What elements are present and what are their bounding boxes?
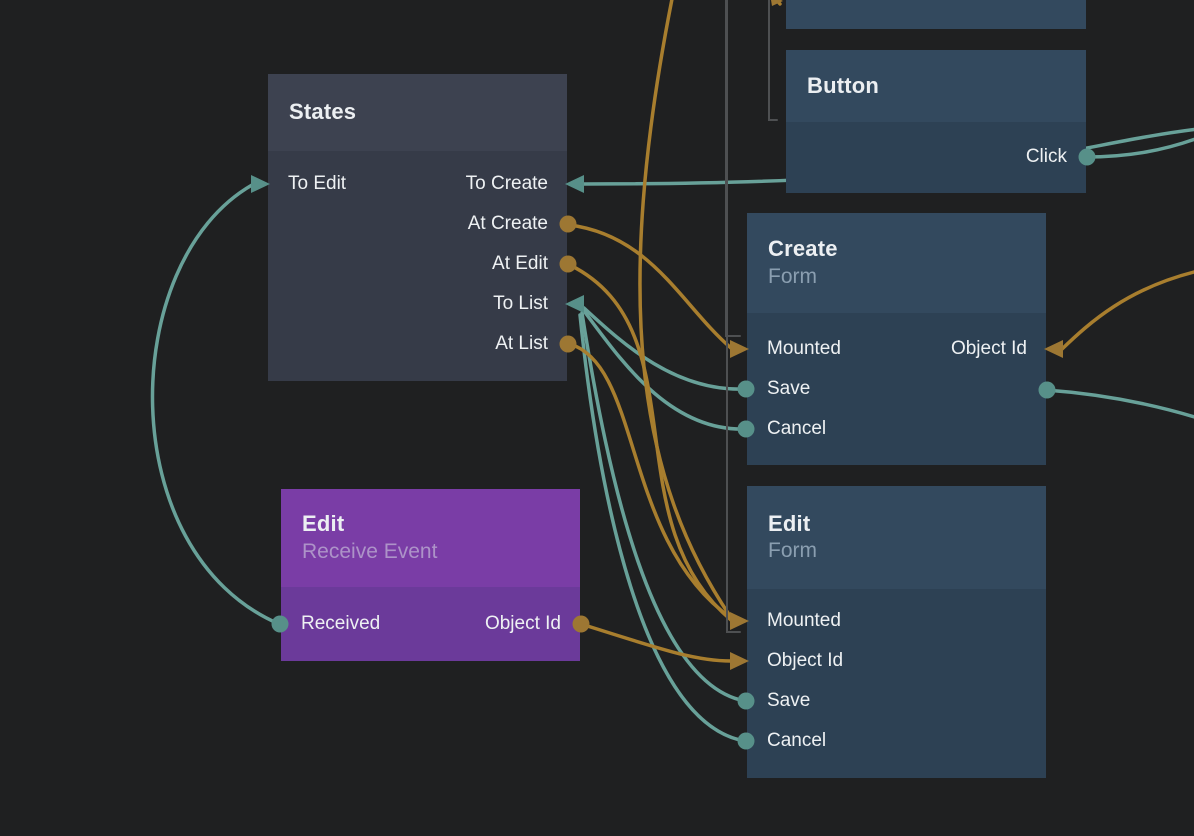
port-states-at-list[interactable]: At List bbox=[268, 324, 567, 364]
port-label: Cancel bbox=[767, 418, 827, 439]
node-incoming-node-partial[interactable] bbox=[786, 0, 1086, 29]
port-edit-form-save[interactable]: Save bbox=[747, 681, 1046, 721]
port-label: Mounted bbox=[767, 610, 841, 631]
node-subtitle: Receive Event bbox=[302, 539, 438, 563]
node-states[interactable]: States bbox=[268, 74, 567, 381]
port-create-form-mounted[interactable]: Mounted bbox=[747, 329, 1046, 369]
port-label: At Edit bbox=[492, 253, 548, 274]
port-label: Save bbox=[767, 690, 811, 711]
wire-edit-save-to-to-list[interactable] bbox=[580, 311, 747, 703]
teal-port-dot-icon[interactable] bbox=[737, 692, 755, 710]
port-edit-form-cancel[interactable]: Cancel bbox=[747, 721, 1046, 761]
orange-port-dot-icon[interactable] bbox=[559, 335, 577, 353]
port-label: At Create bbox=[467, 213, 548, 234]
wire-top-to-edit-mounted[interactable] bbox=[638, 0, 732, 618]
wire-at-create-to-create-mounted[interactable] bbox=[568, 223, 733, 350]
node-title: Button bbox=[807, 72, 880, 98]
orange-input-arrow-icon[interactable] bbox=[1044, 340, 1063, 358]
port-states-at-create[interactable]: At Create bbox=[268, 204, 567, 244]
teal-port-dot-icon[interactable] bbox=[737, 380, 755, 398]
orange-input-arrow-icon[interactable] bbox=[770, 0, 783, 6]
orange-input-arrow-icon[interactable] bbox=[730, 652, 749, 670]
port-create-form-cancel[interactable]: Cancel bbox=[747, 409, 1046, 449]
node-subtitle: Form bbox=[768, 264, 817, 288]
port-states-at-edit[interactable]: At Edit bbox=[268, 244, 567, 284]
port-states-to-edit[interactable]: To Edit bbox=[268, 164, 567, 204]
teal-input-arrow-icon[interactable] bbox=[565, 175, 584, 193]
teal-input-arrow-icon[interactable] bbox=[565, 295, 584, 313]
wire-right-edge-to-create-object-id[interactable] bbox=[1059, 270, 1194, 352]
wire-object-id-to-edit-object-id[interactable] bbox=[579, 622, 733, 663]
node-header[interactable]: States bbox=[268, 74, 567, 151]
wire-gray-branch-lower[interactable] bbox=[726, 0, 741, 633]
port-states-to-list[interactable]: To List bbox=[268, 284, 567, 324]
port-label: Mounted bbox=[767, 338, 841, 359]
wire-click-to-right-edge[interactable] bbox=[1083, 137, 1194, 159]
node-title: Create bbox=[768, 236, 838, 262]
node-subtitle: Form bbox=[768, 539, 817, 563]
port-edit-form-object-id[interactable]: Object Id bbox=[747, 641, 1046, 681]
port-label: Object Id bbox=[484, 613, 561, 634]
wire-edit-cancel-to-to-list[interactable] bbox=[578, 313, 747, 743]
node-header[interactable] bbox=[786, 0, 1086, 29]
teal-port-dot-icon[interactable] bbox=[1078, 148, 1096, 166]
port-create-form-object-id[interactable]: Object Id bbox=[747, 329, 1046, 369]
port-label: Cancel bbox=[767, 730, 827, 751]
port-button-click[interactable]: Click bbox=[786, 137, 1086, 177]
node-title: Edit bbox=[768, 510, 811, 536]
port-label: To Edit bbox=[288, 173, 347, 194]
port-label: To Create bbox=[465, 173, 548, 194]
orange-input-arrow-icon[interactable] bbox=[730, 340, 749, 358]
port-label: Object Id bbox=[950, 338, 1027, 359]
orange-input-arrow-icon[interactable] bbox=[730, 612, 749, 630]
port-label: Save bbox=[767, 378, 811, 399]
orange-port-dot-icon[interactable] bbox=[559, 215, 577, 233]
port-states-to-create[interactable]: To Create bbox=[268, 164, 567, 204]
wire-create-save-to-to-list[interactable] bbox=[582, 306, 748, 391]
orange-port-dot-icon[interactable] bbox=[572, 615, 590, 633]
teal-input-arrow-icon[interactable] bbox=[251, 175, 270, 193]
teal-port-dot-icon[interactable] bbox=[271, 615, 289, 633]
teal-port-dot-icon[interactable] bbox=[1038, 381, 1056, 399]
port-label: Object Id bbox=[767, 650, 844, 671]
port-label: To List bbox=[493, 293, 548, 314]
orange-port-dot-icon[interactable] bbox=[559, 255, 577, 273]
port-create-form-save[interactable]: Save bbox=[747, 369, 1046, 409]
port-label: Received bbox=[301, 613, 381, 634]
node-title: States bbox=[289, 99, 357, 125]
teal-port-dot-icon[interactable] bbox=[737, 732, 755, 750]
wire-create-output-to-right-edge[interactable] bbox=[1044, 388, 1194, 419]
wire-gray-branch-button[interactable] bbox=[768, 0, 778, 121]
port-edit-receive-event-object-id[interactable]: Object Id bbox=[281, 604, 580, 644]
port-edit-form-mounted[interactable]: Mounted bbox=[747, 601, 1046, 641]
wire-received-to-to-edit[interactable] bbox=[150, 183, 281, 626]
node-header[interactable]: Button bbox=[786, 50, 1086, 122]
teal-port-dot-icon[interactable] bbox=[737, 420, 755, 438]
port-label: Click bbox=[1025, 146, 1067, 167]
node-title: Edit bbox=[302, 511, 345, 537]
wire-at-list-to-edit-mounted[interactable] bbox=[568, 342, 733, 620]
port-label: At List bbox=[495, 333, 548, 354]
port-edit-receive-event-received[interactable]: Received bbox=[281, 604, 580, 644]
node-button[interactable]: Button bbox=[786, 50, 1086, 193]
